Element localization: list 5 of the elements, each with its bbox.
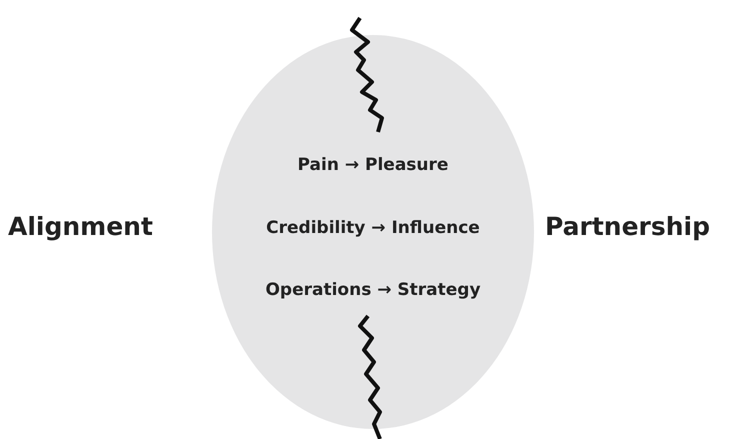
transition-text: Credibility → Influence bbox=[266, 218, 480, 238]
transition-text: Pain → Pleasure bbox=[298, 155, 448, 175]
side-label: Alignment bbox=[8, 212, 153, 241]
transition-text: Operations → Strategy bbox=[265, 280, 481, 300]
side-label: Partnership bbox=[545, 212, 710, 241]
